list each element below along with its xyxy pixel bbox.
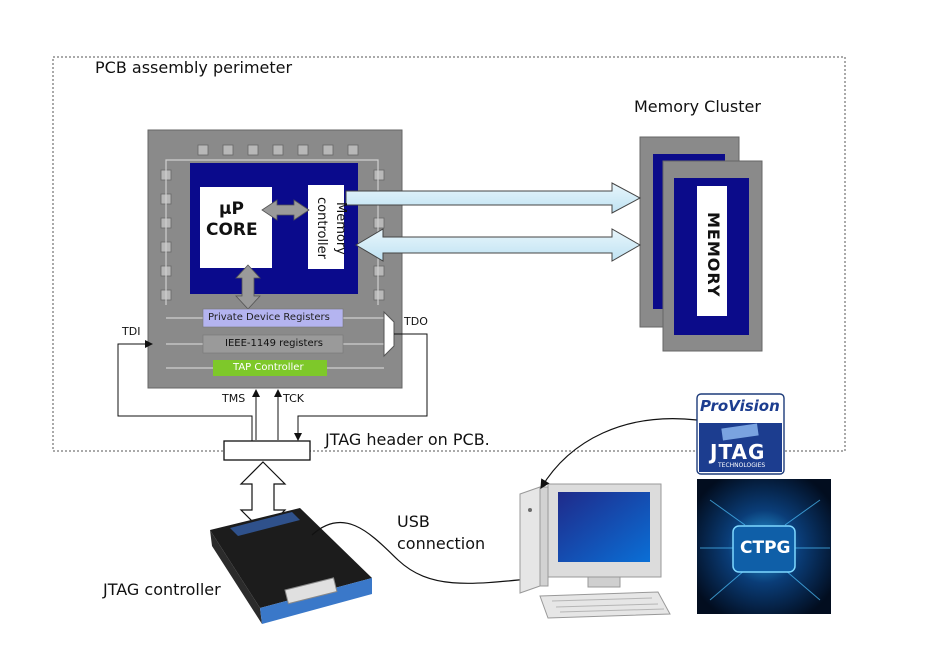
usb-cable — [311, 521, 539, 584]
computer — [519, 483, 671, 619]
provision-logo-tech: TECHNOLOGIES — [718, 462, 766, 469]
usb-label-line2: connection — [397, 534, 486, 553]
provision-pro-text: Pro — [700, 397, 729, 415]
private-registers-label: Private Device Registers — [208, 312, 330, 323]
perimeter-label: PCB assembly perimeter — [95, 58, 293, 77]
memory-controller-label-line1: Memory — [333, 201, 348, 255]
ctpg-image — [697, 479, 831, 614]
jtag-header-label: JTAG header on PCB. — [325, 430, 490, 449]
tms-label: TMS — [222, 392, 246, 405]
tap-controller — [213, 360, 327, 376]
tck-label: TCK — [283, 392, 304, 405]
memory-controller — [308, 185, 344, 269]
up-core — [200, 187, 272, 268]
provision-logo-jtag: JTAG — [710, 440, 766, 464]
provision-vision-text: Vision — [728, 397, 780, 415]
ctpg-label: CTPG — [740, 538, 791, 558]
memory-controller-label-line2: controller — [314, 196, 329, 260]
ieee-registers-label: IEEE-1149 registers — [225, 338, 323, 349]
jtag-header — [223, 440, 311, 461]
memory-bus-arrows — [345, 182, 642, 262]
provision-logo — [696, 393, 785, 475]
core-label-line1: μP — [219, 199, 244, 219]
provision-logo-pro: ProVision — [700, 397, 780, 415]
tap-controller-label: TAP Controller — [233, 362, 304, 373]
usb-label-line1: USB — [397, 512, 430, 531]
jtag-signal-lines — [117, 333, 428, 443]
private-device-registers — [202, 308, 344, 328]
tdi-label: TDI — [122, 325, 141, 338]
memory-label: MEMORY — [704, 212, 723, 298]
provision-to-pc-arrow — [540, 418, 698, 490]
memory-cluster — [639, 136, 763, 352]
memory-cluster-label: Memory Cluster — [634, 97, 761, 116]
jtag-controller-label: JTAG controller — [103, 580, 221, 599]
jtag-controller-device — [210, 508, 372, 624]
core-controller-arrow — [261, 199, 310, 221]
processor-chip — [147, 129, 403, 389]
pcb-perimeter — [52, 56, 846, 452]
tdo-multiplexer — [383, 310, 395, 358]
ieee-1149-registers — [202, 334, 344, 354]
tdo-label: TDO — [404, 315, 428, 328]
core-label-line2: CORE — [206, 220, 258, 240]
